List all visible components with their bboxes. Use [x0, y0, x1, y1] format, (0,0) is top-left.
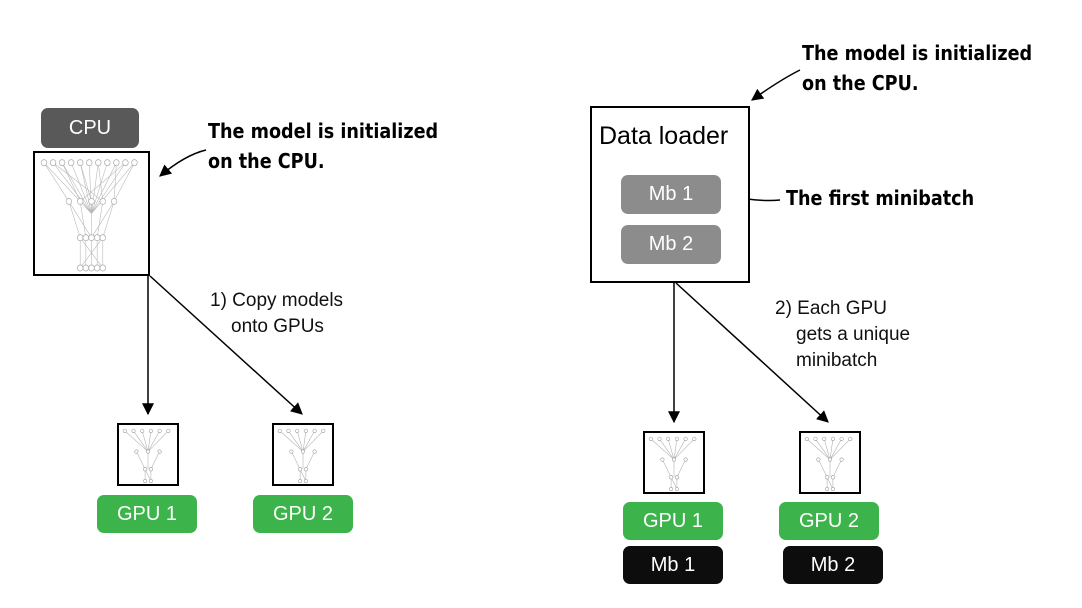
gpu2-model-box: [272, 423, 334, 486]
neural-network-icon: [648, 436, 697, 492]
data-loader-title: Data loader: [599, 122, 729, 150]
left-step-label: 1) Copy models onto GPUs: [210, 288, 343, 340]
right-step-line3: minibatch: [796, 350, 878, 371]
loader-mb2-badge: Mb 2: [621, 225, 721, 264]
right-gpu2-badge: GPU 2: [779, 502, 879, 540]
right-gpu2-model-box: [799, 431, 861, 494]
arrow-loader-to-gpu2: [675, 282, 829, 423]
right-step-label: 2) Each GPU gets a unique minibatch: [775, 296, 910, 374]
left-step-line1: 1) Copy models: [210, 290, 344, 311]
right-step-line1: 2) Each GPU: [775, 298, 887, 319]
neural-network-icon: [804, 436, 853, 492]
left-gpu2-badge: GPU 2: [253, 495, 353, 533]
left-gpu1-badge: GPU 1: [97, 495, 197, 533]
arrow-cpu-to-gpu2: [149, 275, 303, 415]
left-callout-line2: on the CPU.: [208, 149, 325, 173]
right-gpu1-model-box: [643, 431, 705, 494]
arrow-right-callout: [751, 69, 801, 101]
gpu1-minibatch-badge: Mb 1: [623, 546, 723, 584]
cpu-badge: CPU: [41, 108, 139, 148]
cpu-model-box: [33, 151, 150, 276]
gpu1-model-box: [117, 423, 179, 486]
left-callout-text: The model is initialized on the CPU.: [208, 116, 438, 176]
loader-mb1-badge: Mb 1: [621, 175, 721, 214]
right-callout-line2: on the CPU.: [802, 71, 919, 95]
first-minibatch-callout: The first minibatch: [786, 186, 975, 210]
gpu2-minibatch-badge: Mb 2: [783, 546, 883, 584]
left-step-line2: onto GPUs: [231, 316, 324, 337]
left-callout-line1: The model is initialized: [208, 119, 439, 143]
right-callout-text: The model is initialized on the CPU.: [802, 38, 1032, 98]
neural-network-icon: [40, 159, 138, 272]
right-step-line2: gets a unique: [796, 324, 911, 345]
arrow-left-callout: [159, 149, 207, 177]
neural-network-icon: [122, 428, 171, 484]
right-callout-line1: The model is initialized: [802, 41, 1033, 65]
right-gpu1-badge: GPU 1: [623, 502, 723, 540]
neural-network-icon: [277, 428, 326, 484]
